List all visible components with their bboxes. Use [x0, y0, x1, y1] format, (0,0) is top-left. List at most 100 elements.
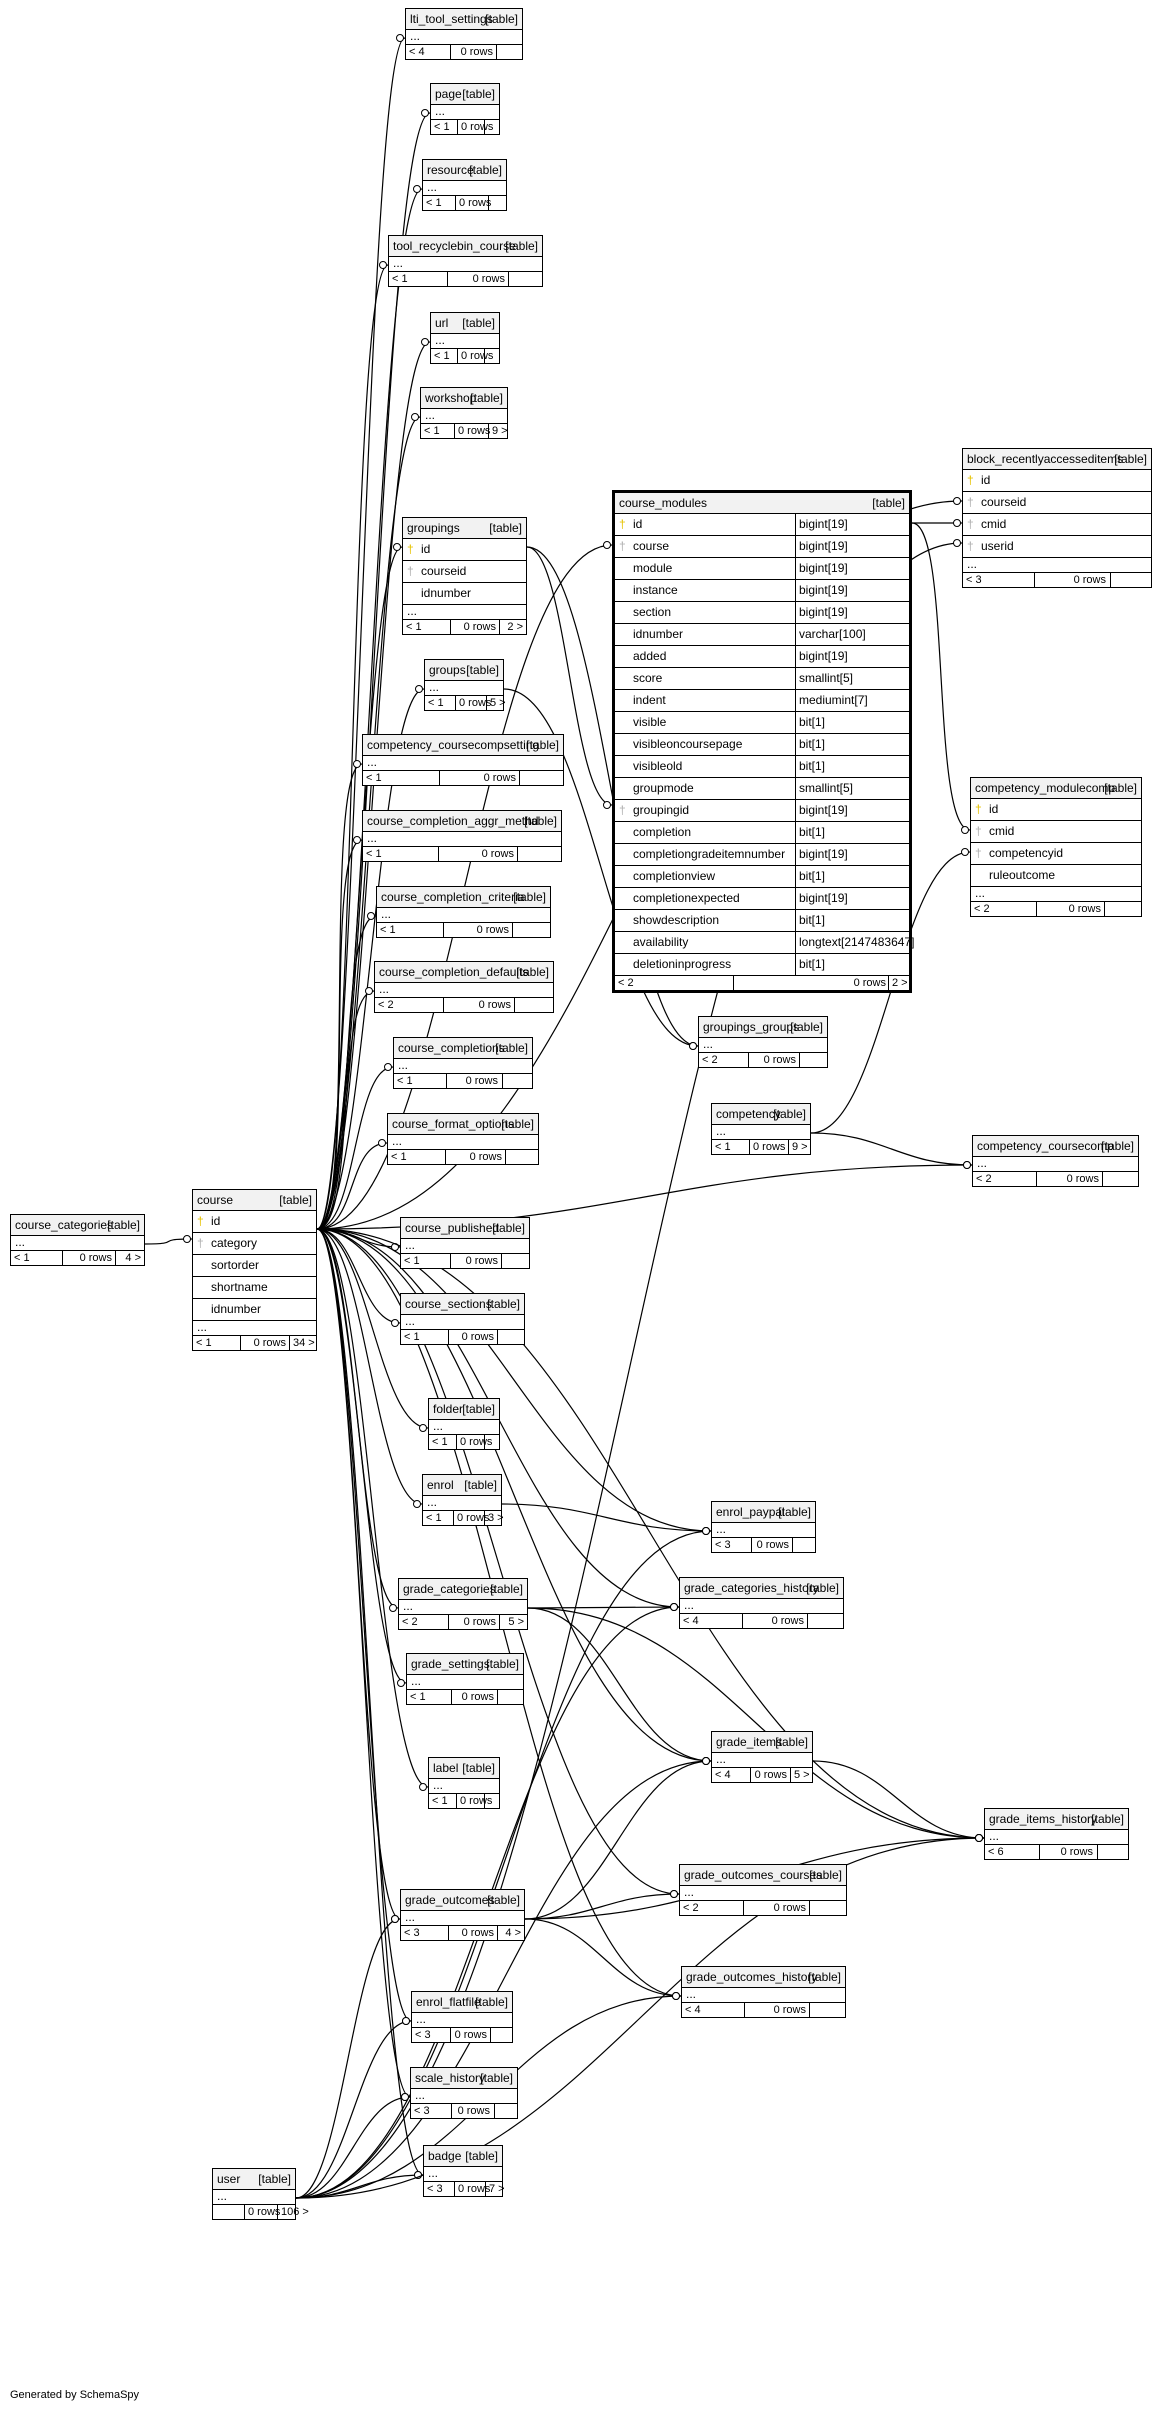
- column-row[interactable]: shortname: [193, 1277, 316, 1299]
- relationship-line: [295, 2020, 412, 2199]
- column-row[interactable]: †id: [193, 1211, 316, 1233]
- primary-key-icon: †: [975, 802, 982, 816]
- column-row[interactable]: †cmid: [963, 514, 1151, 536]
- parents-count: < 3: [415, 2029, 431, 2041]
- table-block-recentlyaccesseditems[interactable]: block_recentlyaccesseditems[table]†id†co…: [962, 448, 1152, 588]
- column-row[interactable]: †competencyid: [971, 843, 1141, 865]
- column-row[interactable]: sortorder: [193, 1255, 316, 1277]
- relationship-line: [295, 1918, 401, 2199]
- column-row[interactable]: †id: [971, 799, 1141, 821]
- column-row[interactable]: idnumber: [403, 583, 526, 605]
- column-row[interactable]: †id: [403, 539, 526, 561]
- table-course-completion-aggr-methd[interactable]: course_completion_aggr_methd[table]...< …: [362, 810, 562, 862]
- parents-count: < 1: [432, 1436, 448, 1448]
- table-competency-modulecomp[interactable]: competency_modulecomp[table]†id†cmid†com…: [970, 777, 1142, 917]
- table-name: course_completion_criteria: [381, 890, 525, 904]
- parents-count: < 1: [432, 1795, 448, 1807]
- column-row[interactable]: idnumber: [193, 1299, 316, 1321]
- column-row[interactable]: ruleoutcome: [971, 865, 1141, 887]
- parents-count: < 4: [685, 2004, 701, 2016]
- table-header: label[table]: [429, 1758, 499, 1779]
- column-name: completion: [633, 825, 692, 839]
- column-row[interactable]: †id: [963, 470, 1151, 492]
- column-row[interactable]: †courseid: [963, 492, 1151, 514]
- more-columns-ellipsis: ...: [407, 1675, 523, 1690]
- table-competency-coursecompsetting[interactable]: competency_coursecompsetting[table]...< …: [362, 734, 564, 786]
- column-name: idnumber: [211, 1302, 262, 1316]
- column-row[interactable]: †category: [193, 1233, 316, 1255]
- optional-end-marker: [397, 1679, 405, 1687]
- table-kind-label: [table]: [469, 163, 502, 177]
- column-row[interactable]: †cmid: [971, 821, 1141, 843]
- relationship-line: [527, 1607, 712, 1762]
- column-row[interactable]: †courseid: [403, 561, 526, 583]
- more-columns-ellipsis: ...: [971, 887, 1141, 902]
- column-row[interactable]: †userid: [963, 536, 1151, 558]
- column-name: shortname: [211, 1280, 268, 1294]
- table-kind-label: [table]: [808, 1970, 841, 1984]
